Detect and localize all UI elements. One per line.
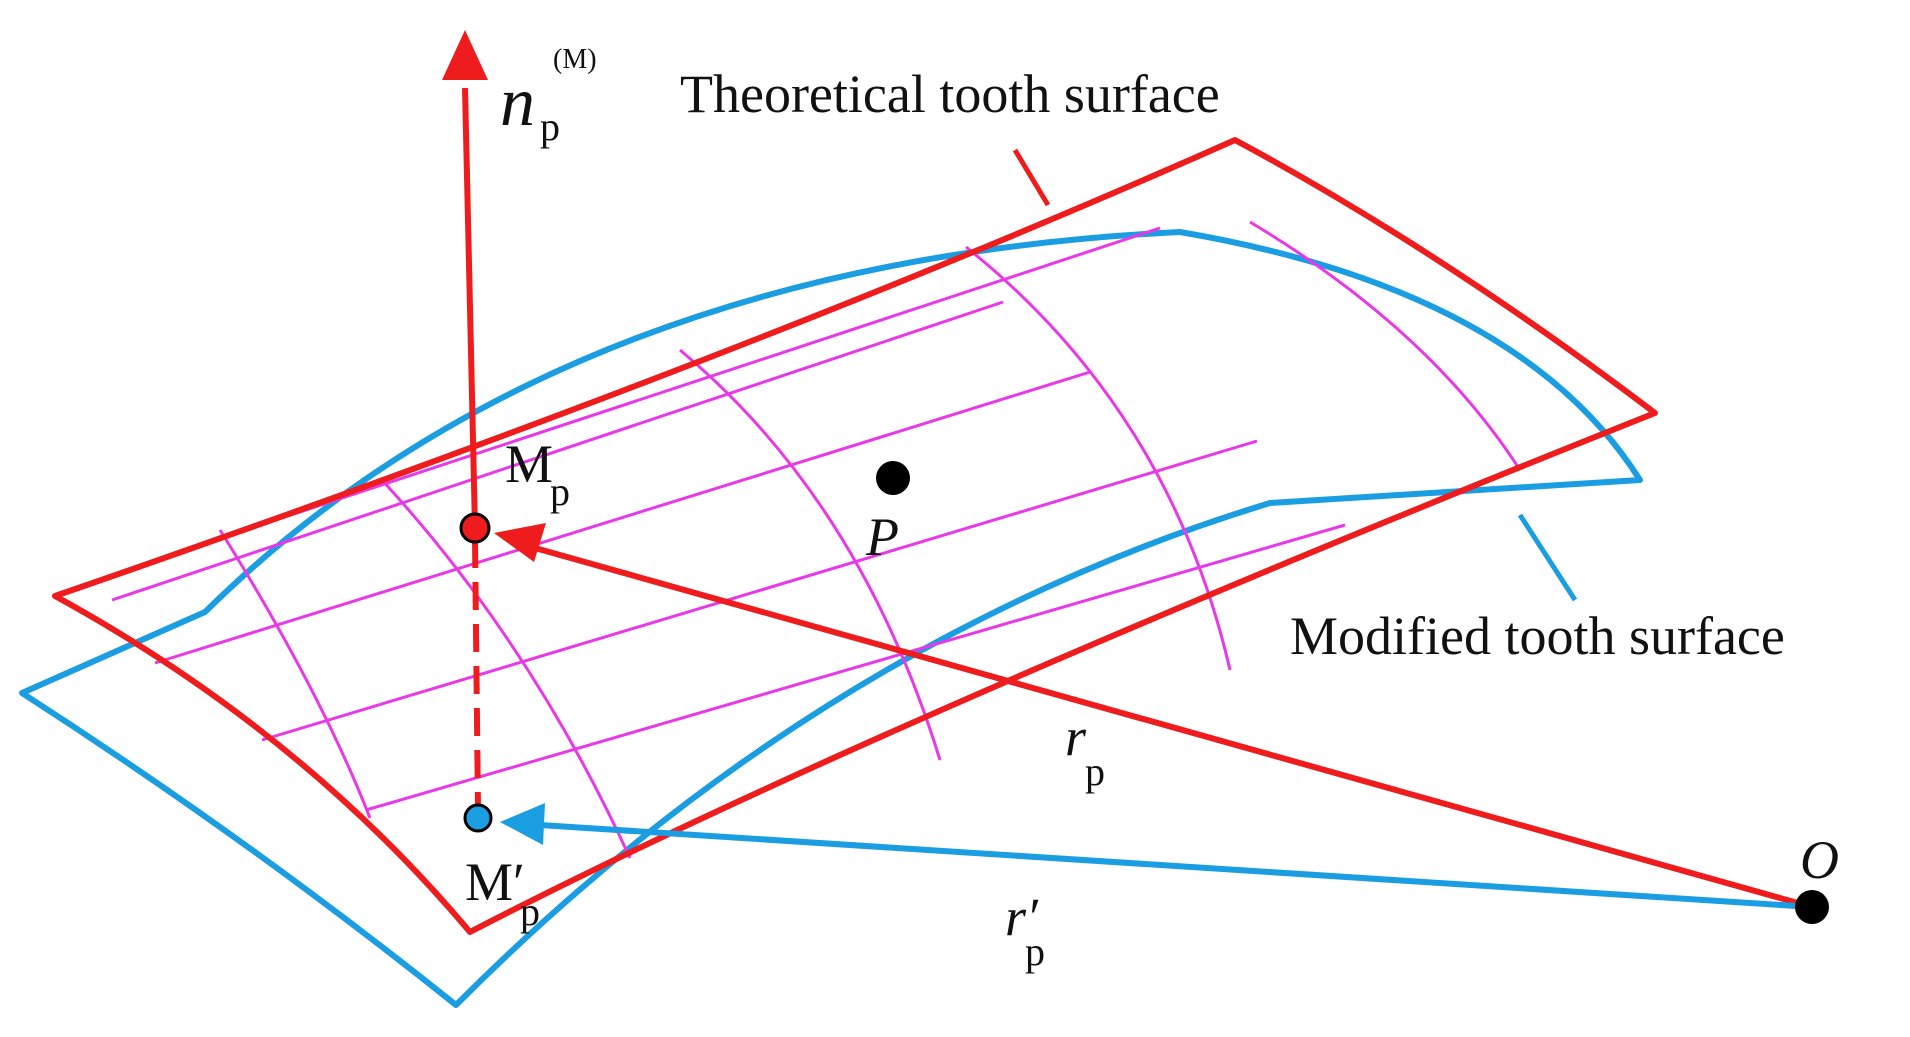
modified-surface-outline — [19, 229, 1643, 1008]
vector-rp — [534, 545, 1813, 910]
normal-vector-sup: (M) — [553, 44, 597, 75]
modified-surface-label: Modified tooth surface — [1290, 606, 1785, 666]
normal-vector-sub: p — [540, 104, 560, 149]
point-p-label: P — [865, 507, 899, 567]
origin-label: O — [1800, 830, 1839, 890]
point-mp-prime-marker — [463, 803, 493, 833]
grid-line — [218, 529, 372, 819]
point-mp-prime-sub: p — [520, 889, 540, 934]
grid-line — [1249, 220, 1522, 471]
grid-line — [217, 226, 1161, 541]
grid-line — [679, 348, 942, 761]
point-o-marker — [1795, 890, 1829, 924]
grid-line — [154, 370, 1091, 665]
grid-line — [111, 300, 1004, 602]
vector-rp-sub: p — [1085, 749, 1105, 794]
grid-line — [261, 439, 1258, 742]
point-mp-prime-label: M′ — [465, 852, 525, 912]
theoretical-surface-outline — [52, 137, 1658, 935]
vector-rp-prime — [539, 822, 1813, 910]
point-mp-marker — [459, 512, 491, 544]
grid-line — [965, 245, 1232, 671]
normal-vector-arrow — [462, 87, 478, 529]
vector-rp-prime-label: r′ — [1005, 887, 1039, 947]
theoretical-surface-label: Theoretical tooth surface — [680, 64, 1220, 124]
surface-grid — [111, 220, 1522, 859]
vector-rp-prime-sub: p — [1025, 929, 1045, 974]
point-mp-sub: p — [550, 469, 570, 514]
modified-leader-line — [1517, 513, 1578, 602]
normal-vector-label: n — [500, 64, 535, 141]
normal-vector-arrowhead — [442, 30, 488, 80]
grid-line — [365, 523, 1346, 812]
grid-line — [378, 476, 632, 859]
vector-rp-arrowhead — [494, 523, 546, 562]
vector-rp-label: r — [1065, 707, 1087, 767]
mp-dashed-projection — [472, 539, 481, 811]
vector-rp-prime-arrowhead — [500, 803, 545, 845]
point-mp-label: M — [505, 434, 553, 494]
point-p-marker — [876, 461, 910, 495]
theoretical-leader-line — [1012, 148, 1051, 207]
